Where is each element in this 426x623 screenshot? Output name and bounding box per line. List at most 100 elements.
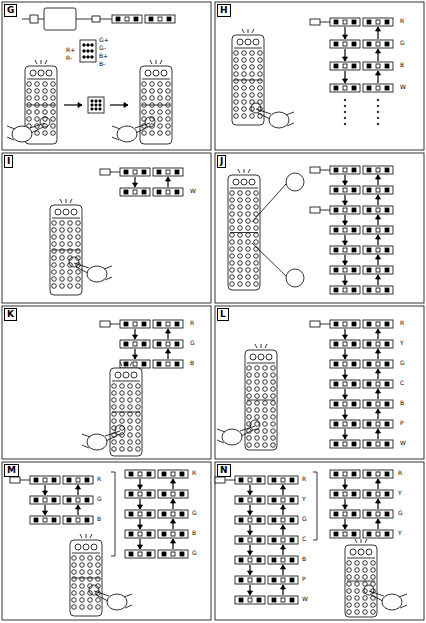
remote-button (246, 226, 251, 231)
finger (256, 109, 271, 119)
pin (91, 50, 94, 53)
remote-button (238, 240, 243, 245)
arrow-head (248, 511, 253, 515)
led (248, 518, 252, 522)
remote-button (242, 58, 247, 63)
led (157, 342, 161, 346)
strip-segment (125, 470, 155, 478)
strip-segment (330, 206, 360, 214)
remote-button (255, 415, 260, 420)
led (157, 190, 161, 194)
remote-button (120, 384, 125, 389)
led (334, 472, 338, 476)
strip-segment (120, 340, 150, 348)
remote-button (254, 191, 259, 196)
hand (12, 126, 32, 142)
led (385, 168, 389, 172)
led (85, 478, 89, 482)
remote-button (234, 79, 239, 84)
led (352, 288, 356, 292)
remote-button (242, 72, 247, 77)
panel-letter-text: L (220, 309, 226, 319)
led (385, 42, 389, 46)
pin (87, 56, 90, 59)
led (180, 472, 184, 476)
panel-frame (2, 462, 211, 620)
led (352, 442, 356, 446)
led (133, 342, 137, 346)
led (171, 552, 175, 556)
divider (112, 381, 140, 382)
arrow-head (343, 395, 348, 399)
pin (91, 100, 93, 102)
remote-button (271, 422, 276, 427)
remote-button (350, 549, 356, 555)
led (334, 362, 338, 366)
pin (95, 100, 97, 102)
pin (87, 50, 90, 53)
remote-button (80, 584, 85, 589)
pin (83, 44, 86, 47)
remote-button (72, 591, 77, 596)
signal-ray (150, 60, 152, 64)
remote-button (60, 270, 65, 275)
color-label: R (400, 17, 404, 24)
wrist (217, 429, 225, 443)
led (257, 538, 261, 542)
panel-letter-text: H (220, 5, 228, 15)
led (367, 288, 371, 292)
led (290, 538, 294, 542)
led (133, 362, 137, 366)
remote-button (238, 191, 243, 196)
signal-ray (252, 29, 254, 33)
remote-button (75, 544, 81, 550)
signal-ray (86, 534, 87, 538)
arrow-head (343, 181, 348, 185)
signal-ray (80, 534, 82, 538)
arrow-head (138, 545, 143, 549)
remote-button (242, 93, 247, 98)
led (343, 288, 347, 292)
strip-segment (330, 226, 360, 234)
led (149, 17, 153, 21)
led (376, 382, 380, 386)
arrow-head (248, 531, 253, 535)
arrow-head (343, 35, 348, 39)
led (180, 492, 184, 496)
color-label: R (97, 475, 101, 482)
arrow-head (376, 195, 381, 199)
led (76, 518, 80, 522)
color-label: Y (302, 495, 306, 502)
led (334, 512, 338, 516)
arrow-head (343, 241, 348, 245)
remote-control (232, 35, 264, 125)
remote-button (158, 124, 163, 129)
remote-button (30, 70, 36, 76)
remote-button (246, 191, 251, 196)
pin (91, 56, 94, 59)
remote-button (230, 240, 235, 245)
led (367, 402, 371, 406)
remote-button (128, 384, 133, 389)
led (343, 492, 347, 496)
panel-letter-text: G (7, 5, 14, 15)
remote-button (166, 82, 171, 87)
arrow-head (343, 221, 348, 225)
led (343, 168, 347, 172)
arrow-head (343, 525, 348, 529)
remote-button (112, 419, 117, 424)
strip-segment (363, 166, 393, 174)
pin (99, 100, 101, 102)
remote-button (371, 568, 376, 573)
remote-button (234, 107, 239, 112)
color-label: R (302, 475, 306, 482)
arrow-head (76, 505, 81, 509)
arrow-head (376, 215, 381, 219)
bracket (313, 472, 317, 540)
led (385, 342, 389, 346)
remote-button (88, 556, 93, 561)
color-label: P (302, 575, 306, 582)
dots (344, 99, 346, 101)
pin-label: R- (66, 54, 72, 61)
led (376, 532, 380, 536)
